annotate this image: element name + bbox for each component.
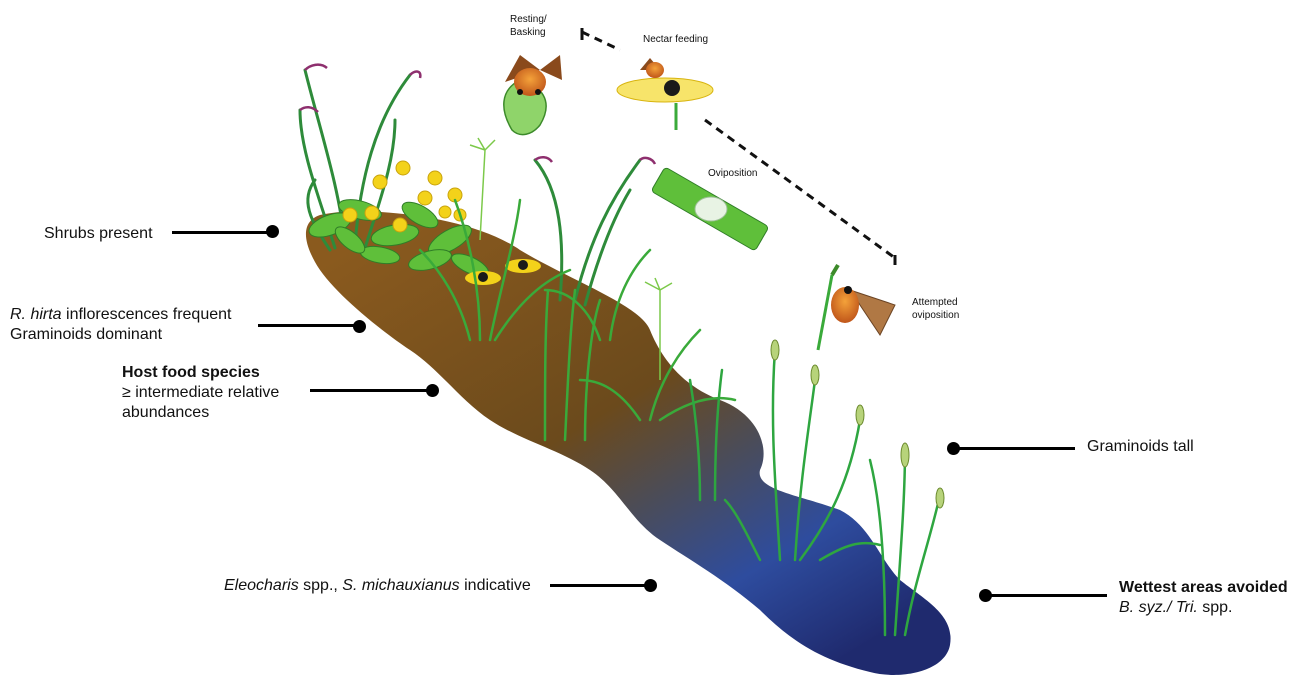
label-attempted-line2: oviposition	[912, 310, 959, 322]
label-eleocharis-italic: Eleocharis	[224, 577, 299, 594]
pointer-line-shrubs	[172, 231, 272, 234]
label-eleocharis-indicative: Eleocharis spp., S. michauxianus indicat…	[224, 576, 531, 596]
label-bsyz-rest: spp.	[1198, 599, 1233, 616]
label-host-food-title: Host food species	[122, 363, 260, 383]
wet-graminoid-seedheads	[771, 340, 944, 508]
butterfly-resting	[504, 55, 562, 135]
pointer-line-eleocharis	[550, 584, 650, 587]
label-bsyz-italic: B. syz./ Tri.	[1119, 599, 1198, 616]
label-wettest-title: Wettest areas avoided	[1119, 578, 1288, 598]
pointer-dot-graminoids-dominant	[353, 320, 366, 333]
label-rhirta-italic: R. hirta	[10, 306, 62, 323]
label-rhirta-frequent: R. hirta inflorescences frequent	[10, 305, 231, 325]
label-graminoids-tall: Graminoids tall	[1087, 437, 1194, 457]
label-wettest-bold: Wettest areas avoided	[1119, 579, 1288, 596]
butterfly-nectar-feeding	[617, 58, 713, 130]
label-bsyz-tri: B. syz./ Tri. spp.	[1119, 598, 1233, 618]
label-eleocharis-mid: spp.,	[299, 577, 343, 594]
pointer-line-graminoids-tall	[953, 447, 1075, 450]
grass-seedheads-purple	[300, 65, 655, 164]
label-smich-italic: S. michauxianus	[342, 577, 459, 594]
label-shrubs-present: Shrubs present	[44, 224, 153, 244]
pointer-line-wettest	[985, 594, 1107, 597]
butterfly-attempted-oviposition	[818, 265, 895, 350]
pointer-dot-eleocharis	[644, 579, 657, 592]
label-eleocharis-rest: indicative	[460, 577, 531, 594]
label-resting-line2: Basking	[510, 27, 546, 39]
label-resting-line1: Resting/	[510, 14, 547, 26]
pointer-dot-shrubs	[266, 225, 279, 238]
pointer-line-graminoids-dominant	[258, 324, 358, 327]
pointer-line-host-food	[310, 389, 430, 392]
label-host-food-bold: Host food species	[122, 364, 260, 381]
label-rhirta-rest: inflorescences frequent	[62, 306, 232, 323]
pointer-dot-host-food	[426, 384, 439, 397]
label-oviposition: Oviposition	[708, 168, 757, 180]
label-graminoids-dominant: Graminoids dominant	[10, 325, 162, 345]
label-host-food-line2: ≥ intermediate relative	[122, 383, 279, 403]
label-attempted-line1: Attempted	[912, 297, 958, 309]
label-nectar-feeding: Nectar feeding	[643, 34, 708, 46]
label-host-food-line3: abundances	[122, 403, 209, 423]
